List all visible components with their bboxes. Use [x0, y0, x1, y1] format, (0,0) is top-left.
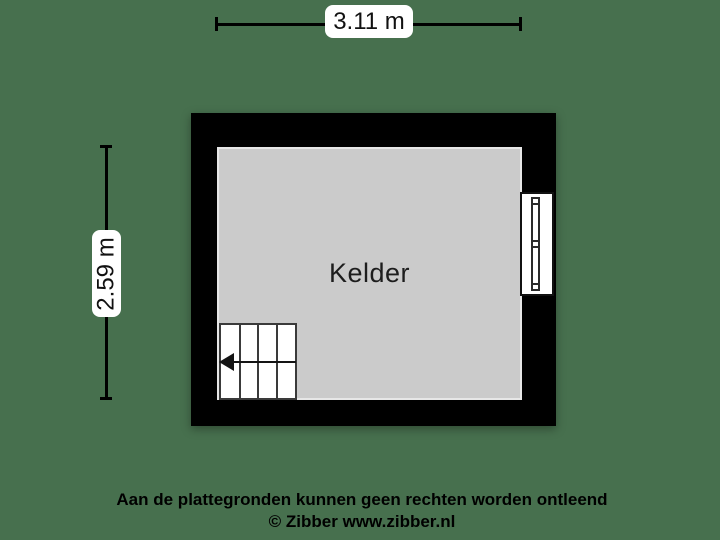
width-dimension-text: 3.11 m	[333, 7, 405, 35]
window-icon	[520, 192, 554, 296]
room-label: Kelder	[328, 258, 411, 288]
window-glass-pane	[531, 197, 540, 291]
window-frame-bar-top	[531, 197, 540, 205]
width-dimension-tick-right	[519, 17, 522, 31]
footer-copyright: © Zibber www.zibber.nl	[268, 512, 456, 531]
width-dimension-label: 3.11 m	[325, 5, 413, 38]
window-frame-bar-middle	[531, 240, 540, 248]
height-dimension-tick-top	[100, 145, 112, 148]
height-dimension-label: 2.59 m	[92, 230, 121, 317]
stairs-walkline	[232, 360, 296, 363]
height-dimension-text: 2.59 m	[92, 236, 120, 311]
footer-disclaimer: Aan de plattegronden kunnen geen rechten…	[116, 490, 608, 509]
footer: Aan de plattegronden kunnen geen rechten…	[2, 489, 720, 533]
width-dimension-tick-left	[215, 17, 218, 31]
height-dimension-tick-bottom	[100, 397, 112, 400]
stairs-icon	[219, 323, 297, 400]
window-frame-bar-bottom	[531, 283, 540, 291]
floorplan-outline: Kelder	[191, 113, 556, 426]
stairs-direction-arrow-icon	[219, 352, 234, 371]
